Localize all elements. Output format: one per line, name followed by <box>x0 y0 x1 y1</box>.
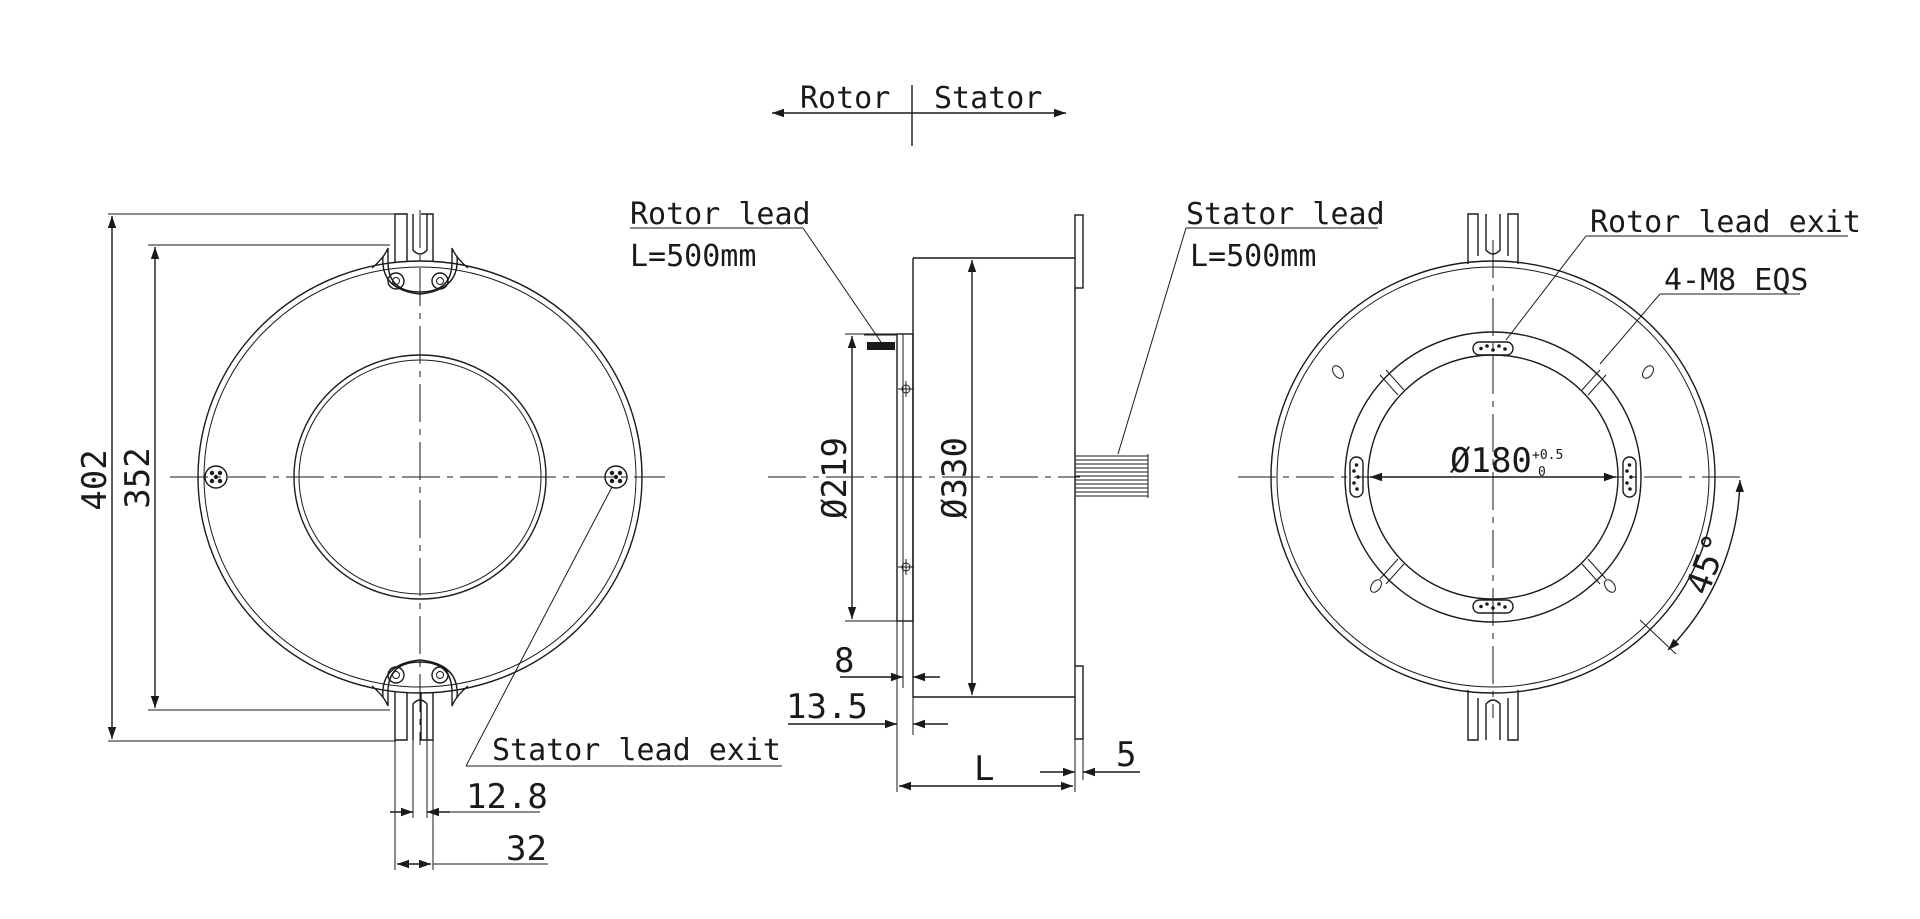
rotor-lead-label: Rotor lead <box>630 197 811 232</box>
stator-lead-length: L=500mm <box>1190 239 1316 274</box>
holes-spec-label: 4-M8 EQS <box>1664 263 1809 298</box>
dim-hole-angle: 45° <box>1678 529 1737 600</box>
stator-side-label: Stator <box>934 81 1042 116</box>
rotor-stator-header: Rotor Stator <box>772 81 1066 146</box>
front-view: 402 352 12.8 32 Stator lead exit <box>75 210 782 870</box>
dim-12-8: 12.8 <box>466 777 548 817</box>
dim-body-length: L <box>974 749 994 789</box>
dim-32: 32 <box>506 829 547 869</box>
ring-slots <box>1379 369 1607 585</box>
dim-5: 5 <box>1116 735 1136 775</box>
dim-8: 8 <box>834 641 854 681</box>
rotor-lead-length: L=500mm <box>630 239 756 274</box>
stator-lead-exit-label: Stator lead exit <box>492 733 781 768</box>
dim-352: 352 <box>118 447 158 508</box>
dim-402: 402 <box>75 449 115 510</box>
dim-bore-diameter: Ø180 <box>1450 441 1532 481</box>
dim-13-5: 13.5 <box>786 687 868 727</box>
rotor-lead-exit-icon <box>1349 341 1637 614</box>
bore-tolerance-lower: 0 <box>1538 465 1546 480</box>
side-view: Rotor lead L=500mm Stator lead L=500mm Ø… <box>630 197 1385 792</box>
rotor-bolt-marks <box>898 381 914 575</box>
bore-tolerance-upper: +0.5 <box>1532 448 1563 463</box>
stator-lead-label: Stator lead <box>1186 197 1385 232</box>
rotor-side-label: Rotor <box>800 81 890 116</box>
dim-housing-diameter: Ø330 <box>935 437 975 519</box>
stator-lead-exit-icon <box>204 465 628 489</box>
rotor-lead-exit-label: Rotor lead exit <box>1590 205 1861 240</box>
stator-lead-bundle <box>1075 454 1149 498</box>
dim-rotor-diameter: Ø219 <box>815 437 855 519</box>
rear-view: Ø180 +0.5 0 Rotor lead exit 4-M8 EQS 45° <box>1238 205 1861 741</box>
